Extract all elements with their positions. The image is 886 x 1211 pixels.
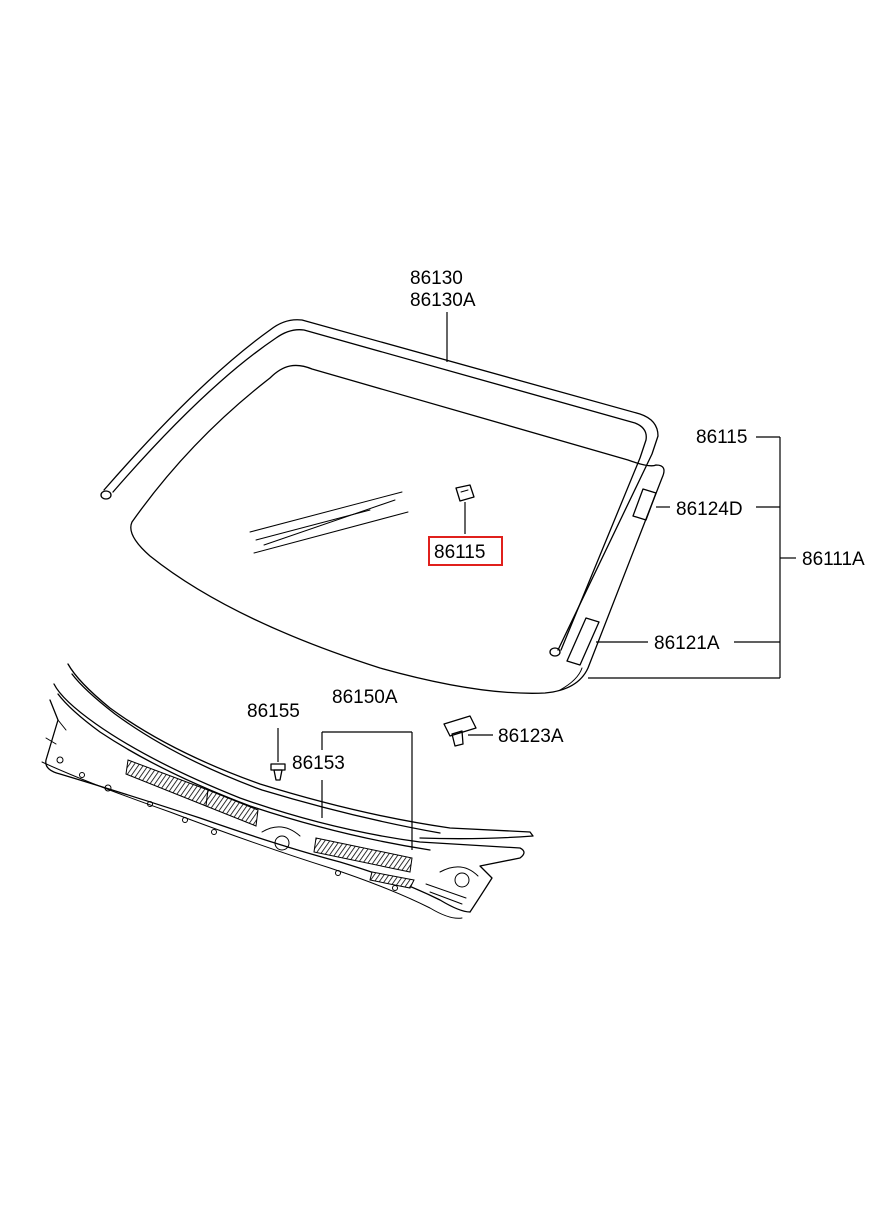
bracket-part[interactable] — [455, 484, 475, 534]
decal-part[interactable] — [632, 488, 657, 521]
label-86121a[interactable]: 86121A — [654, 633, 720, 654]
label-86130a[interactable]: 86130A — [410, 290, 476, 311]
cowl-panel[interactable] — [41, 663, 534, 919]
label-86123a[interactable]: 86123A — [498, 726, 564, 747]
label-86115-center[interactable]: 86115 — [434, 542, 485, 563]
glass-reflection-lines — [249, 491, 409, 554]
label-86155[interactable]: 86155 — [247, 701, 300, 722]
windshield-glass[interactable] — [130, 364, 665, 694]
label-86115-top[interactable]: 86115 — [696, 427, 747, 448]
label-86124d[interactable]: 86124D — [676, 499, 743, 520]
dam-part[interactable] — [566, 617, 600, 666]
clip-part[interactable] — [270, 728, 286, 781]
label-86111a[interactable]: 86111A — [802, 549, 865, 570]
stopper-part[interactable] — [443, 715, 493, 747]
label-86150a[interactable]: 86150A — [332, 687, 398, 708]
highlight-box — [428, 536, 503, 566]
label-86153[interactable]: 86153 — [292, 753, 345, 774]
leader-lines — [321, 312, 796, 850]
windshield-molding[interactable] — [100, 319, 659, 657]
label-86130[interactable]: 86130 — [410, 268, 463, 289]
